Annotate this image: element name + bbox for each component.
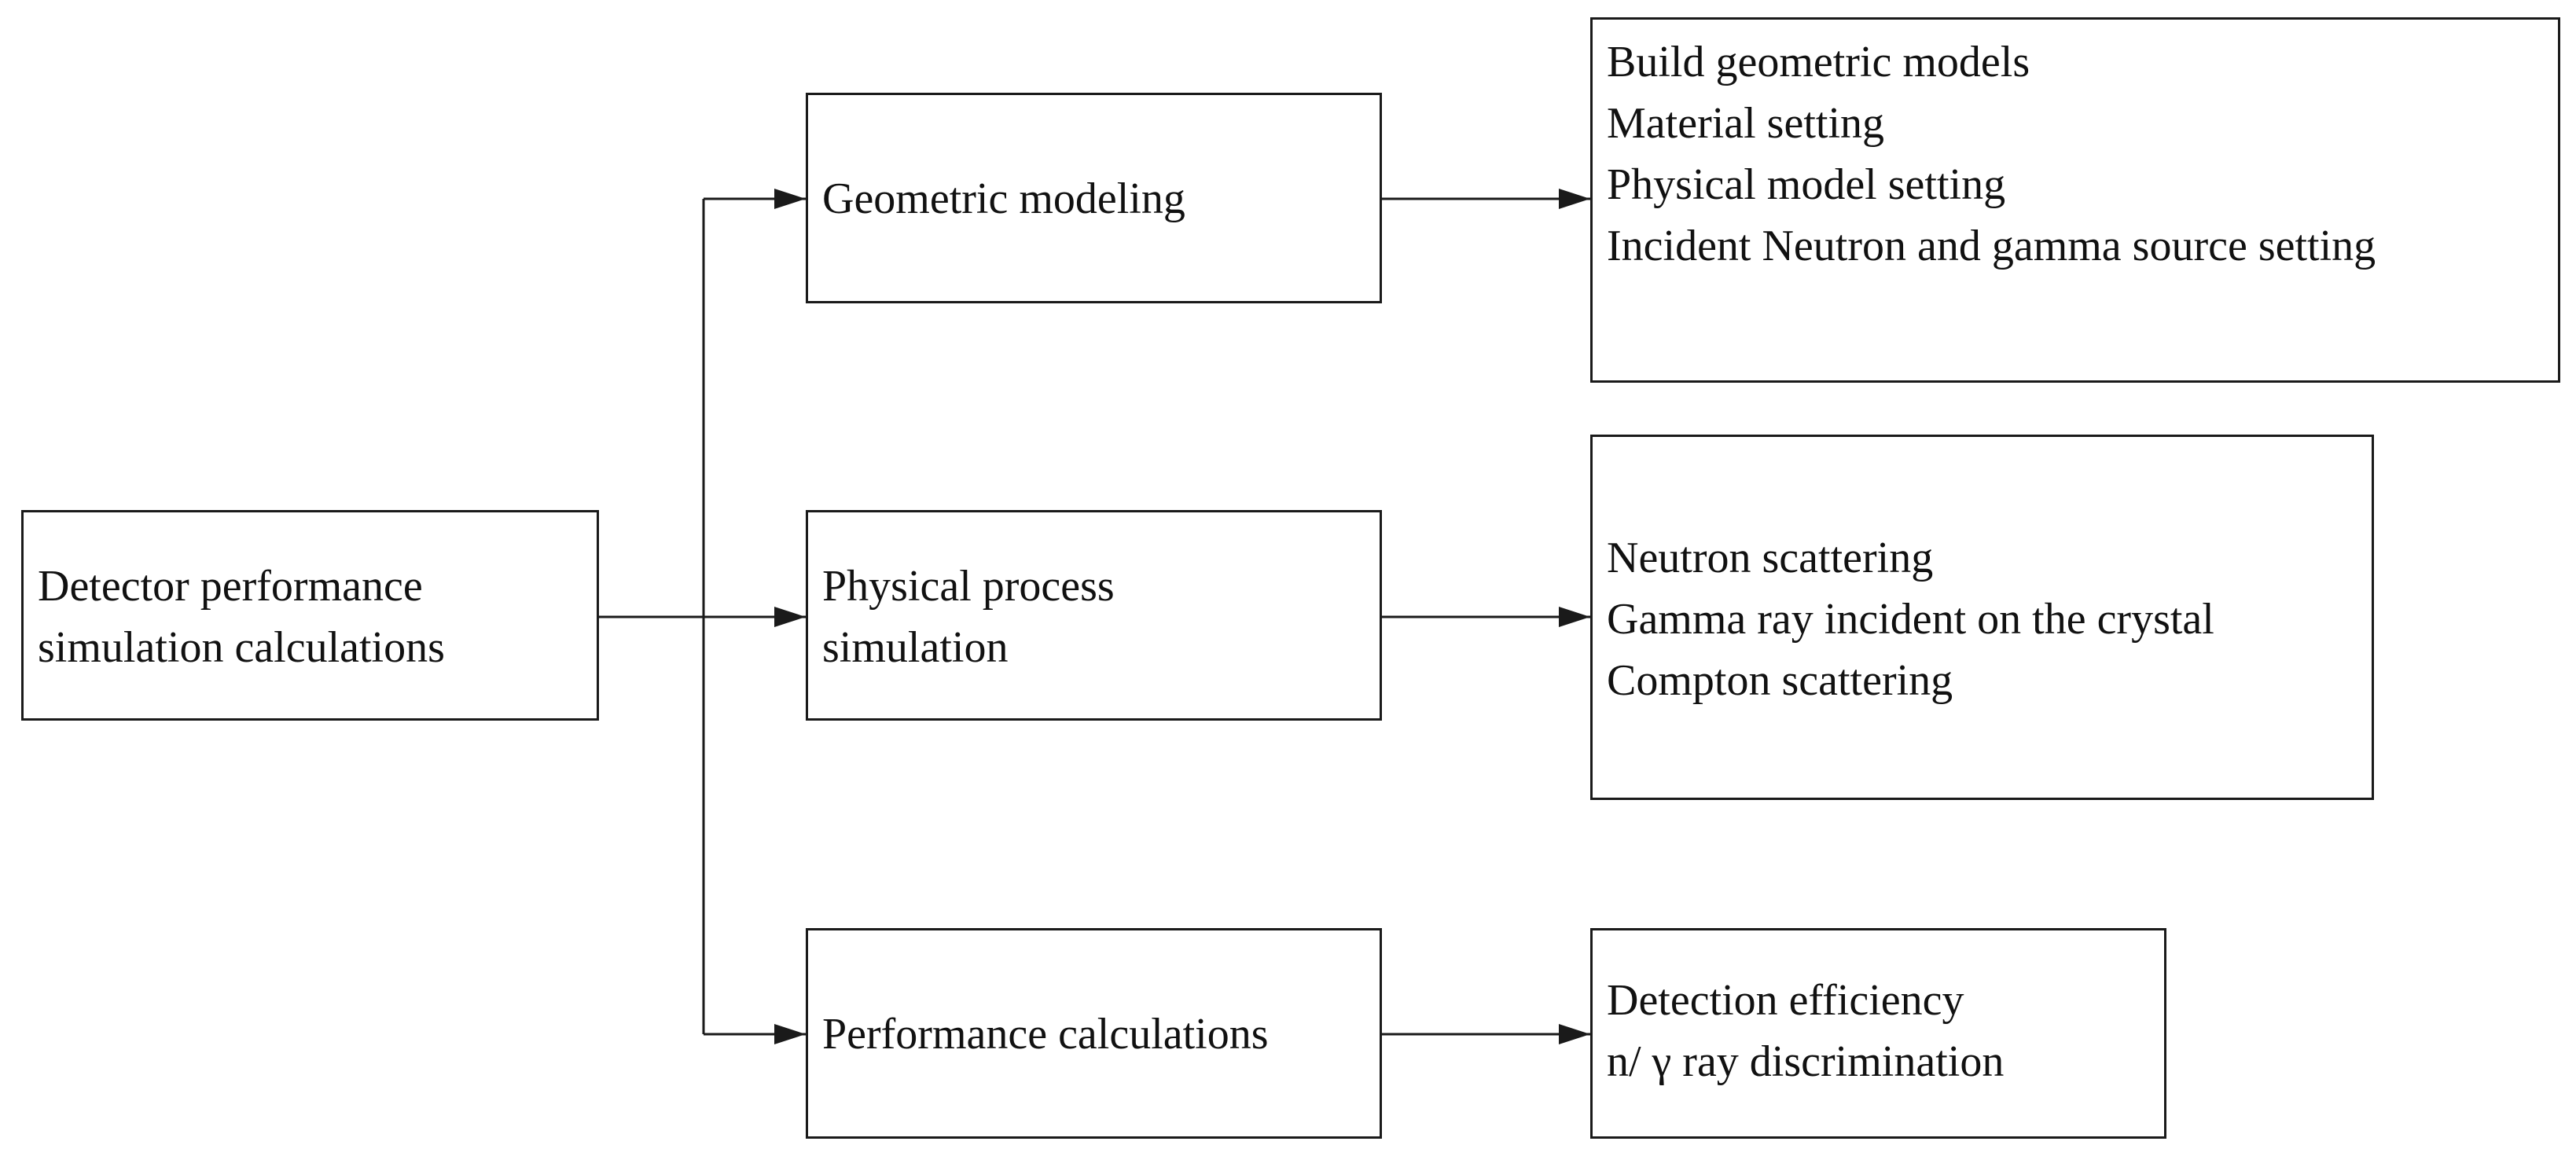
detail-compton-scattering: Compton scattering (1607, 656, 1953, 705)
performance-details-text: Detection efficiency n/ γ ray discrimina… (1607, 970, 2164, 1092)
performance-calculations-node: Performance calculations (806, 928, 1382, 1139)
root-node-line-1: Detector performance (38, 562, 423, 611)
physical-process-line-1: Physical process (822, 562, 1115, 611)
physical-process-text: Physical process simulation (822, 556, 1380, 678)
root-node-text: Detector performance simulation calculat… (38, 556, 597, 678)
detail-physical-model-setting: Physical model setting (1607, 160, 2006, 209)
performance-details-node: Detection efficiency n/ γ ray discrimina… (1590, 928, 2166, 1139)
detail-detection-efficiency: Detection efficiency (1607, 976, 1964, 1025)
detail-material-setting: Material setting (1607, 99, 1885, 148)
geometric-modeling-label: Geometric modeling (822, 174, 1185, 223)
root-node: Detector performance simulation calculat… (21, 510, 599, 721)
physical-process-line-2: simulation (822, 623, 1009, 672)
performance-calculations-text: Performance calculations (822, 1004, 1380, 1065)
detail-n-gamma-discrimination: n/ γ ray discrimination (1607, 1037, 2005, 1086)
detail-build-geometric-models: Build geometric models (1607, 38, 2030, 86)
geometric-details-node: Build geometric models Material setting … (1590, 17, 2560, 383)
detail-gamma-ray-incident: Gamma ray incident on the crystal (1607, 595, 2214, 644)
performance-calculations-label: Performance calculations (822, 1010, 1269, 1059)
detail-neutron-scattering: Neutron scattering (1607, 534, 1934, 582)
root-node-line-2: simulation calculations (38, 623, 445, 672)
physical-details-node: Neutron scattering Gamma ray incident on… (1590, 435, 2374, 800)
physical-details-text: Neutron scattering Gamma ray incident on… (1607, 527, 2372, 711)
physical-process-node: Physical process simulation (806, 510, 1382, 721)
geometric-modeling-text: Geometric modeling (822, 168, 1380, 229)
geometric-modeling-node: Geometric modeling (806, 93, 1382, 303)
detail-source-setting: Incident Neutron and gamma source settin… (1607, 222, 2376, 270)
geometric-details-text: Build geometric models Material setting … (1607, 31, 2558, 277)
